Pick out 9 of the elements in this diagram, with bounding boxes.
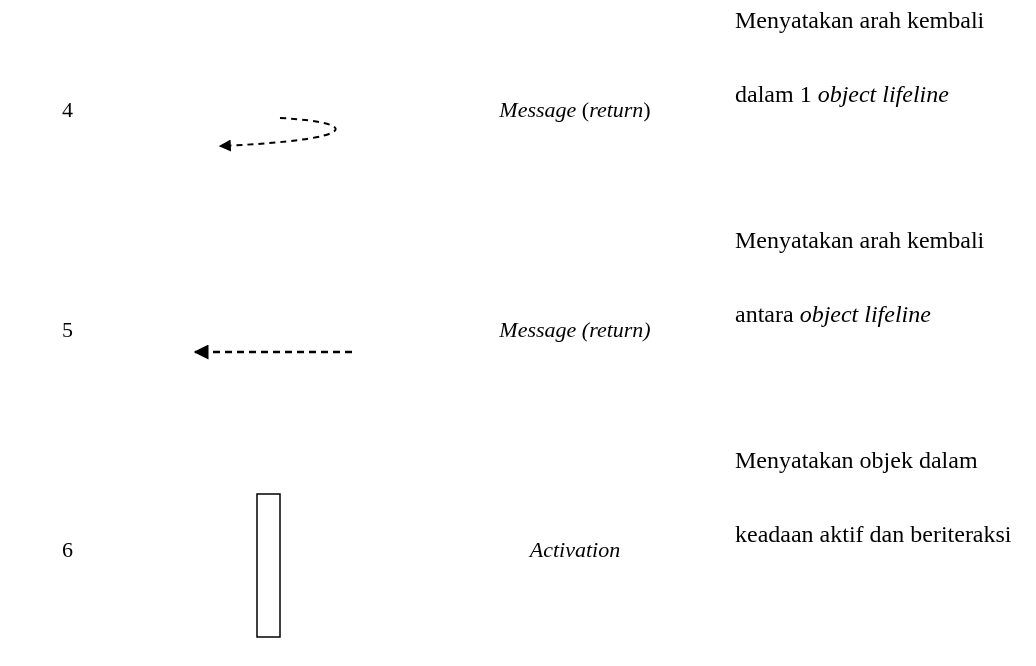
symbol-description: Menyatakan arah kembali antara object lifeline	[735, 226, 986, 329]
symbol-name: Message (return)	[498, 96, 652, 124]
row-number: 5	[62, 316, 73, 344]
symbol-description: Menyatakan objek dalam keadaan aktif dan beriteraksi	[735, 446, 1013, 549]
symbol-name: Message (return)	[498, 316, 652, 344]
symbol-description: Menyatakan arah kembali dalam 1 object lifeline	[735, 6, 986, 109]
row-number: 4	[62, 96, 73, 124]
row-number: 6	[62, 536, 73, 564]
symbol-name: Activation	[527, 536, 622, 564]
